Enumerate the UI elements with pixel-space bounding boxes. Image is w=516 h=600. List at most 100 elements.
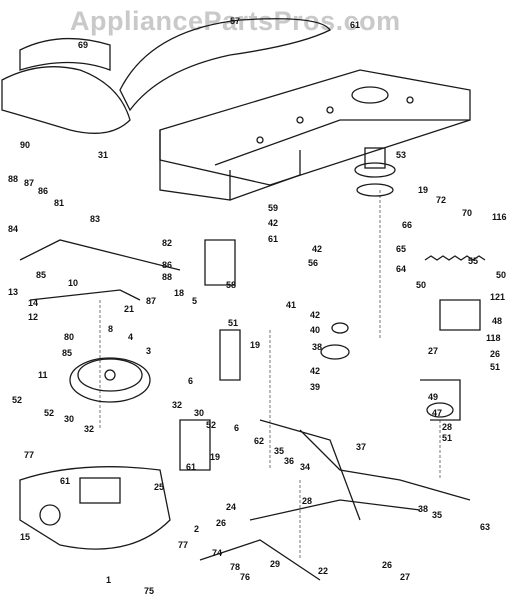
label-10: 10 bbox=[68, 278, 79, 288]
label-84: 84 bbox=[8, 224, 19, 234]
label-61c: 61 bbox=[60, 476, 71, 486]
label-87b: 87 bbox=[146, 296, 157, 306]
label-55: 55 bbox=[468, 256, 479, 266]
label-65: 65 bbox=[396, 244, 407, 254]
label-61d: 61 bbox=[186, 462, 197, 472]
label-39: 39 bbox=[310, 382, 321, 392]
label-76: 76 bbox=[240, 572, 251, 582]
label-38b: 38 bbox=[418, 504, 429, 514]
rod-37 bbox=[299, 429, 471, 501]
rod-34 bbox=[259, 419, 361, 521]
label-85: 85 bbox=[36, 270, 47, 280]
bracket-5 bbox=[219, 329, 241, 381]
label-26c: 26 bbox=[382, 560, 393, 570]
rod-81 bbox=[19, 239, 181, 271]
label-38: 38 bbox=[312, 342, 323, 352]
label-40: 40 bbox=[310, 325, 321, 335]
label-5: 5 bbox=[192, 296, 198, 306]
label-14: 14 bbox=[28, 298, 39, 308]
label-42b: 42 bbox=[312, 244, 323, 254]
label-121: 121 bbox=[490, 292, 506, 302]
spring-55 bbox=[424, 255, 486, 261]
label-48: 48 bbox=[492, 316, 503, 326]
label-88: 88 bbox=[8, 174, 19, 184]
label-77: 77 bbox=[24, 450, 35, 460]
label-72: 72 bbox=[436, 195, 447, 205]
idler-38 bbox=[320, 344, 350, 360]
label-26b: 26 bbox=[216, 518, 227, 528]
bracket-6 bbox=[179, 419, 211, 471]
label-6: 6 bbox=[188, 376, 194, 386]
label-41: 41 bbox=[286, 300, 297, 310]
label-77b: 77 bbox=[178, 540, 189, 550]
label-87: 87 bbox=[24, 178, 35, 188]
label-51b: 51 bbox=[228, 318, 239, 328]
label-35b: 35 bbox=[432, 510, 443, 520]
label-28: 28 bbox=[442, 422, 453, 432]
label-69: 69 bbox=[78, 40, 89, 50]
label-2: 2 bbox=[194, 524, 200, 534]
label-30b: 30 bbox=[194, 408, 205, 418]
label-27b: 27 bbox=[400, 572, 411, 582]
label-34: 34 bbox=[300, 462, 311, 472]
seat-outline bbox=[1, 37, 131, 134]
label-12: 12 bbox=[28, 312, 39, 322]
label-42c: 42 bbox=[310, 310, 321, 320]
label-51: 51 bbox=[490, 362, 501, 372]
label-83: 83 bbox=[90, 214, 101, 224]
label-58: 58 bbox=[226, 280, 237, 290]
rod-8 bbox=[29, 289, 141, 301]
label-81: 81 bbox=[54, 198, 65, 208]
label-90: 90 bbox=[20, 140, 31, 150]
pulley-3 bbox=[69, 357, 151, 403]
label-116: 116 bbox=[492, 212, 507, 222]
label-75: 75 bbox=[144, 586, 155, 596]
label-52: 52 bbox=[12, 395, 23, 405]
label-85b: 85 bbox=[62, 348, 73, 358]
rod-28 bbox=[249, 499, 421, 521]
label-61b: 61 bbox=[268, 234, 279, 244]
label-52b: 52 bbox=[44, 408, 55, 418]
label-4: 4 bbox=[128, 332, 134, 342]
label-74: 74 bbox=[212, 548, 223, 558]
label-31: 31 bbox=[98, 150, 109, 160]
label-52c: 52 bbox=[206, 420, 217, 430]
label-8: 8 bbox=[108, 324, 114, 334]
label-86b: 86 bbox=[162, 260, 173, 270]
bracket-49 bbox=[420, 379, 461, 421]
label-37: 37 bbox=[356, 442, 367, 452]
label-42d: 42 bbox=[310, 366, 321, 376]
label-66: 66 bbox=[402, 220, 413, 230]
label-47: 47 bbox=[432, 408, 443, 418]
leader-lines bbox=[99, 190, 441, 560]
label-62: 62 bbox=[254, 436, 265, 446]
label-30: 30 bbox=[64, 414, 75, 424]
transaxle-1 bbox=[19, 466, 171, 550]
label-59: 59 bbox=[268, 203, 279, 213]
label-80: 80 bbox=[64, 332, 75, 342]
label-13: 13 bbox=[8, 287, 19, 297]
label-11: 11 bbox=[38, 370, 48, 380]
bracket-58 bbox=[204, 239, 236, 286]
label-63: 63 bbox=[480, 522, 491, 532]
label-21: 21 bbox=[124, 304, 135, 314]
label-3: 3 bbox=[146, 346, 152, 356]
bracket-48 bbox=[439, 299, 481, 331]
idler-47 bbox=[426, 402, 454, 418]
label-49: 49 bbox=[428, 392, 439, 402]
label-50: 50 bbox=[416, 280, 427, 290]
pulley-53 bbox=[354, 147, 396, 197]
label-19b: 19 bbox=[250, 340, 261, 350]
label-1: 1 bbox=[106, 575, 112, 585]
label-15: 15 bbox=[20, 532, 31, 542]
label-50b: 50 bbox=[496, 270, 507, 280]
label-18: 18 bbox=[174, 288, 185, 298]
label-86: 86 bbox=[38, 186, 49, 196]
label-28b: 28 bbox=[302, 496, 313, 506]
label-32: 32 bbox=[84, 424, 95, 434]
label-27: 27 bbox=[428, 346, 439, 356]
drive-belt bbox=[119, 18, 331, 112]
rod-22 bbox=[199, 539, 321, 581]
